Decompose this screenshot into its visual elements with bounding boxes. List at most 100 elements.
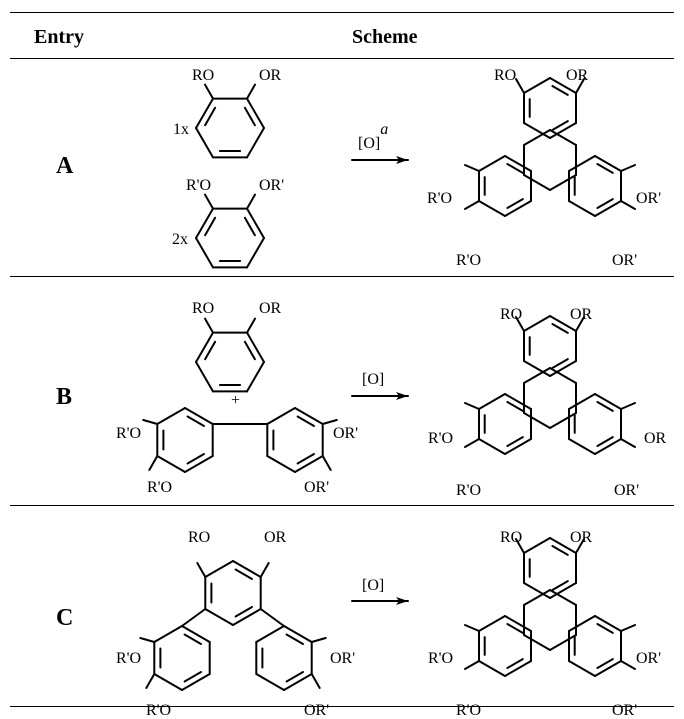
c-terphenyl-left-double-bond: [183, 671, 202, 683]
b-product-top-right-bond: [575, 316, 585, 332]
a-product-right-lower: OR': [612, 252, 637, 269]
header-scheme: Scheme: [352, 26, 418, 48]
b-biphenyl-left-bond: [156, 407, 186, 425]
c-terphenyl-center-double-bond: [234, 568, 253, 580]
b-product-ring2-bond: [594, 393, 622, 410]
c-terphenyl-right-lower-bond: [310, 673, 321, 689]
b-biphenyl-left-double-bond: [186, 415, 205, 427]
entry-label-a: A: [56, 153, 74, 179]
entry-label-b: B: [56, 384, 73, 410]
a-product-center-bond: [549, 129, 577, 146]
b-biphenyl-right-upper-bond: [321, 419, 338, 425]
a-product-left-upper: R'O: [427, 190, 452, 207]
b-product-top-left: RO: [500, 306, 522, 323]
b-product-center-bond: [523, 367, 551, 384]
b-product-ring1-bond: [478, 393, 506, 410]
a-reactant1-double-bond: [204, 106, 217, 127]
a-product-left-lower: R'O: [456, 252, 481, 269]
c-terphenyl-top-right: OR: [264, 529, 287, 546]
a-product-ring0-bond: [523, 122, 551, 139]
a-product-ring0-bond: [523, 77, 551, 94]
c-terphenyl-right-upper-bond: [310, 637, 327, 643]
a-product-right-upper: OR': [636, 190, 661, 207]
c-product-ring0-double-bond: [551, 580, 569, 591]
a-reactant1-bond: [246, 127, 265, 159]
b-product-ring1-bond: [504, 438, 532, 455]
b-reactant1-bond: [246, 331, 265, 363]
a-product-ring2-bond: [594, 155, 622, 172]
c-product-center-bond: [523, 589, 551, 606]
b-reactant1-bond: [195, 331, 214, 363]
a-product-ring0-double-bond: [551, 120, 569, 131]
c-product-ring1-bond: [504, 615, 532, 632]
b-biphenyl-right-double-bond: [296, 453, 315, 465]
c-product-right-upper: OR': [636, 650, 661, 667]
c-product-center-bond: [549, 634, 577, 651]
a-multiplier-2x: 2x: [172, 231, 188, 248]
b-reactant1-sub2: OR: [259, 300, 282, 317]
c-product-ring0-bond: [523, 537, 551, 554]
a-reactant2-bond: [246, 207, 265, 239]
a-product-center-bond: [523, 129, 551, 146]
a-reactant1-double-bond: [243, 106, 256, 127]
b-plus: +: [231, 392, 240, 409]
a-product-ring2-double-bond: [596, 163, 614, 174]
b-product-ring0-double-bond: [551, 323, 569, 334]
b-product-top-left-bond: [515, 316, 525, 332]
b-biphenyl-right-bond: [294, 407, 324, 425]
b-product-ring0-bond: [549, 315, 577, 332]
c-product-ring2-bond: [594, 615, 622, 632]
a-product-top-right-bond: [575, 78, 585, 94]
c-product-ring2-bond: [568, 660, 596, 677]
c-terphenyl-center-bond: [204, 608, 234, 626]
a-product-ring1-double-bond: [506, 163, 524, 174]
b-arrow-reagent: [O]: [362, 371, 384, 388]
header-entry: Entry: [34, 26, 84, 48]
a-product-top-left-bond: [515, 78, 525, 94]
a-product-center-bond: [523, 174, 551, 191]
b-reactant1-sub1-bond: [204, 317, 214, 334]
a-arrow-reagent: [O]a: [358, 121, 388, 152]
a-product-top-left: RO: [494, 67, 516, 84]
b-product-right-lower-bond: [620, 438, 636, 448]
b-biphenyl-left-lower: R'O: [147, 479, 172, 496]
b-product-ring2-bond: [594, 438, 622, 455]
c-product-center-bond: [523, 634, 551, 651]
header-rule: [10, 58, 674, 59]
b-product-ring1-bond: [504, 393, 532, 410]
b-product-ring2-double-bond: [596, 401, 614, 412]
c-terphenyl-left-lower: R'O: [146, 702, 171, 719]
c-terphenyl-left-link: [181, 608, 207, 627]
c-terphenyl-top-right-bond: [259, 562, 270, 578]
a-reactant2-double-bond: [204, 216, 217, 237]
b-biphenyl-left-upper: R'O: [116, 425, 141, 442]
b-biphenyl-right-lower-bond: [321, 455, 332, 471]
a-multiplier-1x: 1x: [173, 121, 189, 138]
c-terphenyl-right-bond: [255, 673, 285, 691]
b-product-ring0-bond: [549, 360, 577, 377]
b-biphenyl-right-bond: [266, 455, 296, 473]
b-product-right-upper: OR: [644, 430, 667, 447]
a-product-ring0-bond: [549, 77, 577, 94]
a-reactant1-bond: [195, 97, 214, 129]
c-product-left-upper-bond: [464, 624, 480, 632]
b-biphenyl-right-lower: OR': [304, 479, 329, 496]
c-product-right-upper-bond: [620, 624, 636, 632]
a-product-right-lower-bond: [620, 200, 636, 210]
c-terphenyl-left-upper-bond: [139, 637, 156, 643]
a-product-left-lower-bond: [464, 200, 480, 210]
a-reactant1-sub1-bond: [204, 83, 214, 100]
b-biphenyl-right-upper: OR': [333, 425, 358, 442]
c-terphenyl-right-bond: [283, 673, 313, 691]
c-product-ring2-bond: [594, 660, 622, 677]
a-product-ring1-bond: [478, 200, 506, 217]
a-reactant1-sub1: RO: [192, 67, 214, 84]
c-terphenyl-right-bond: [255, 625, 285, 643]
a-arrow-footnote: a: [380, 121, 388, 138]
row-rule-a: [10, 276, 674, 277]
b-reactant1-bond: [195, 361, 214, 393]
a-product-ring2-bond: [594, 200, 622, 217]
c-terphenyl-left-lower-bond: [145, 673, 156, 689]
b-product-right-upper-bond: [620, 402, 636, 410]
